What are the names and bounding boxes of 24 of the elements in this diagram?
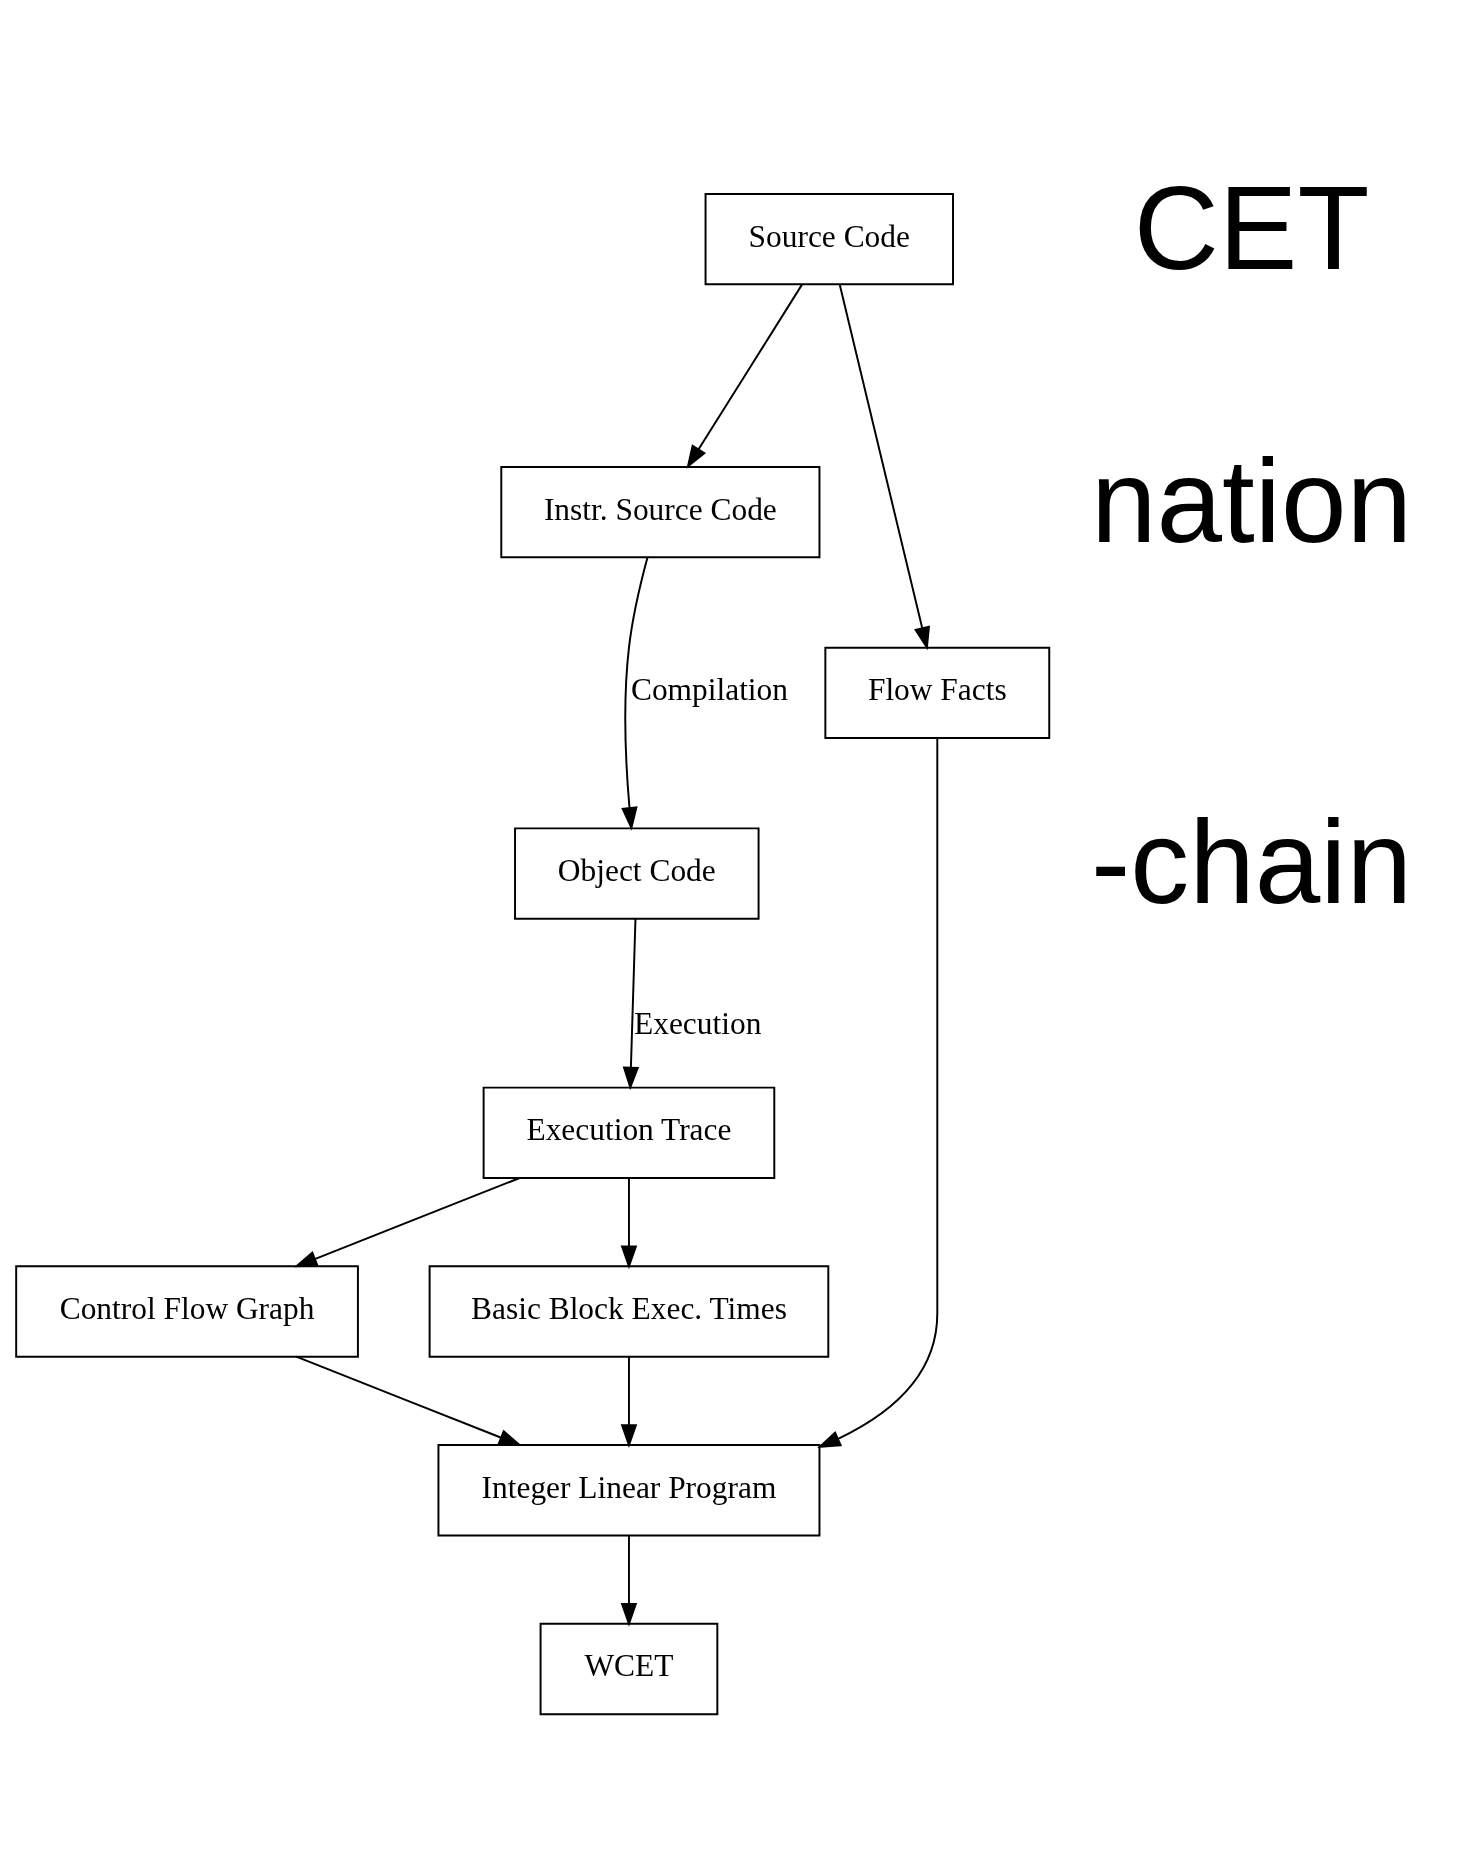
node-box: Flow Facts [824,646,1051,739]
arrow [293,1176,521,1267]
node-box: Execution Trace [482,1086,776,1179]
arrow [620,1176,638,1269]
node-box: Source Code [704,192,954,285]
node-box: Instr. Source Code [500,465,821,558]
arrow [295,1355,523,1446]
arrow [620,1355,638,1448]
arrow [621,556,649,831]
node-box: Object Code [514,826,760,920]
node-box: WCET [539,1622,719,1715]
label: nation [1091,434,1413,567]
node-box: Control Flow Graph [15,1264,359,1358]
edge-label: Execution [634,1005,762,1041]
node-box: Integer Linear Program [437,1443,821,1536]
label: CET [1133,161,1370,294]
arrow [838,283,931,650]
arrow [817,736,939,1448]
arrow [620,1533,638,1627]
label: -chain [1091,795,1413,928]
arrow [686,282,804,469]
node-box: Basic Block Exec. Times [428,1264,830,1358]
edge-label: Compilation [630,671,788,707]
arrow [622,917,640,1090]
